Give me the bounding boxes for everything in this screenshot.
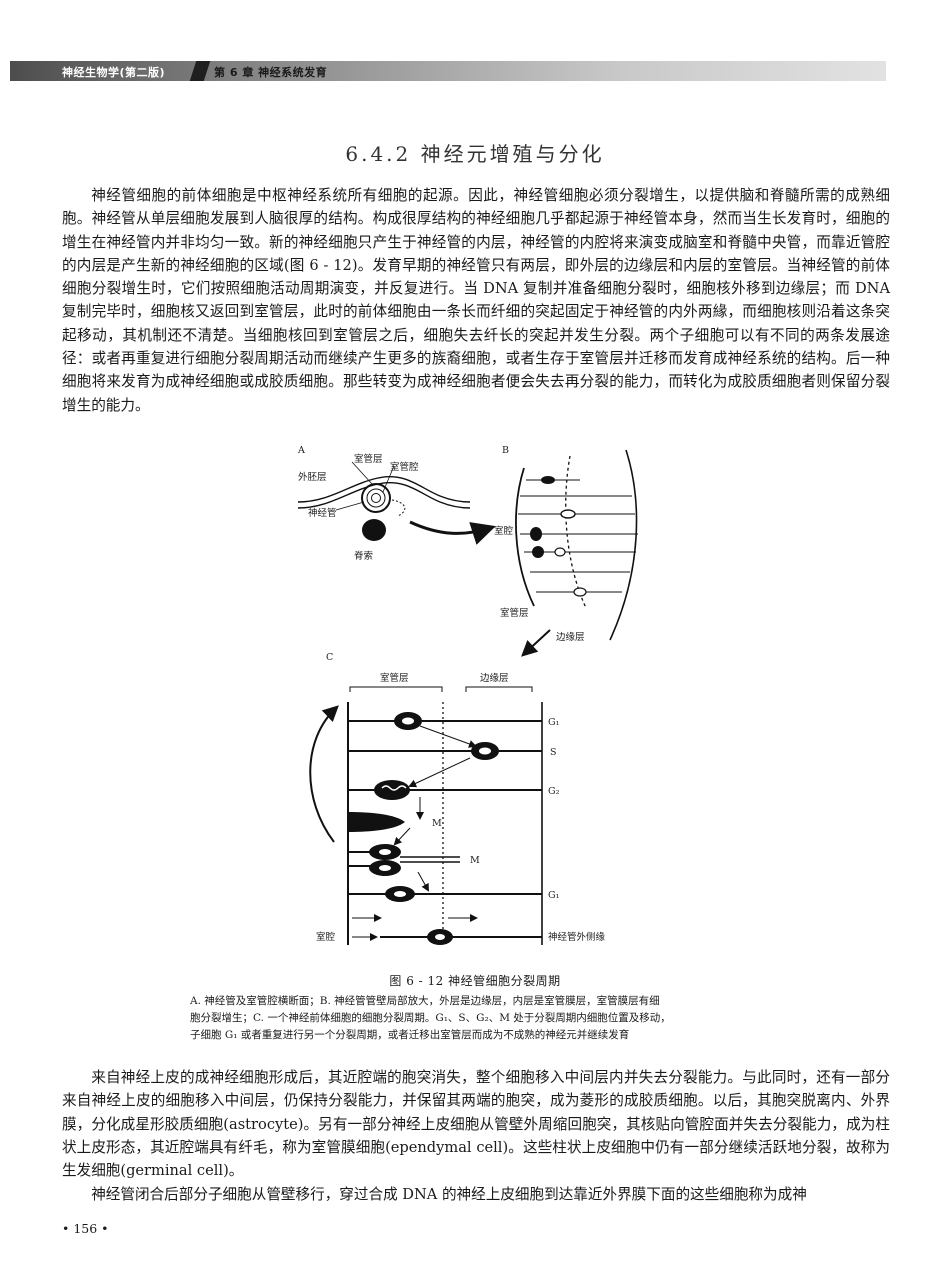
label-ventricle-b: 室腔: [494, 525, 514, 537]
phase-label-m-2: M: [470, 855, 480, 866]
figure-caption: 图 6 - 12 神经管细胞分裂周期: [389, 974, 561, 988]
panel-b-letter: B: [502, 445, 509, 456]
phase-label-s: S: [550, 747, 557, 758]
page-number: • 156 •: [62, 1221, 109, 1236]
label-ectoderm: 外胚层: [298, 471, 327, 483]
phase-label-m-1: M: [432, 818, 442, 829]
label-ventricular-layer-b: 室管层: [500, 607, 529, 619]
header-divider-tab: [189, 61, 211, 81]
figure-note-line-1: A. 神经管及室管腔横断面；B. 神经管管壁局部放大，外层是边缘层，内层是室管膜…: [190, 995, 660, 1007]
panel-a-diagram: A 室管层 室管腔 外胚层 神经管 脊索: [297, 445, 496, 562]
figure-6-12: A 室管层 室管腔 外胚层 神经管 脊索 B: [280, 440, 660, 965]
phase-label-g2: G₂: [548, 786, 560, 797]
label-lumen-a: 室管腔: [390, 461, 419, 473]
panel-b-diagram: B 室腔 室管层 边缘层: [494, 445, 638, 657]
panel-c-letter: C: [326, 652, 333, 663]
label-ventricle-c: 室腔: [316, 931, 336, 943]
label-notochord: 脊索: [354, 550, 373, 562]
figure-note-line-3: 子细胞 G₁ 或者重复进行另一个分裂周期，或者迁移出室管层而成为不成熟的神经元并…: [190, 1029, 630, 1041]
label-ventricular-layer-a: 室管层: [354, 453, 383, 465]
figure-notes: A. 神经管及室管腔横断面；B. 神经管管壁局部放大，外层是边缘层，内层是室管膜…: [190, 993, 770, 1044]
label-outer-edge: 神经管外侧缘: [548, 931, 606, 943]
phase-label-g1-bottom: G₁: [548, 890, 560, 901]
panel-a-letter: A: [297, 445, 305, 456]
panel-c-diagram: C 室管层 边缘层: [309, 652, 606, 945]
label-marginal-layer-c: 边缘层: [480, 672, 509, 684]
body-paragraph-1: 神经管细胞的前体细胞是中枢神经系统所有细胞的起源。因此，神经管细胞必须分裂增生，…: [62, 187, 890, 414]
section-title: 6.4.2 神经元增殖与分化: [345, 142, 605, 166]
figure-note-line-2: 胞分裂增生；C. 一个神经前体细胞的细胞分裂周期。G₁、S、G₂、M 处于分裂周…: [190, 1012, 671, 1024]
body-paragraph-3: 神经管闭合后部分子细胞从管壁移行，穿过合成 DNA 的神经上皮细胞到达靠近外界膜…: [91, 1186, 807, 1203]
label-marginal-layer-b: 边缘层: [556, 631, 585, 643]
label-ventricular-layer-c: 室管层: [380, 672, 409, 684]
header-chapter-title: 第 6 章 神经系统发育: [214, 66, 328, 79]
header-book-title: 神经生物学(第二版): [62, 66, 166, 79]
body-paragraph-2: 来自神经上皮的成神经细胞形成后，其近腔端的胞突消失，整个细胞移入中间层内并失去分…: [62, 1069, 890, 1180]
label-neural-tube: 神经管: [308, 507, 337, 519]
phase-label-g1-top: G₁: [548, 717, 560, 728]
figure-illustration: A 室管层 室管腔 外胚层 神经管 脊索 B: [297, 445, 638, 945]
running-header: 神经生物学(第二版) 第 6 章 神经系统发育: [10, 61, 886, 81]
